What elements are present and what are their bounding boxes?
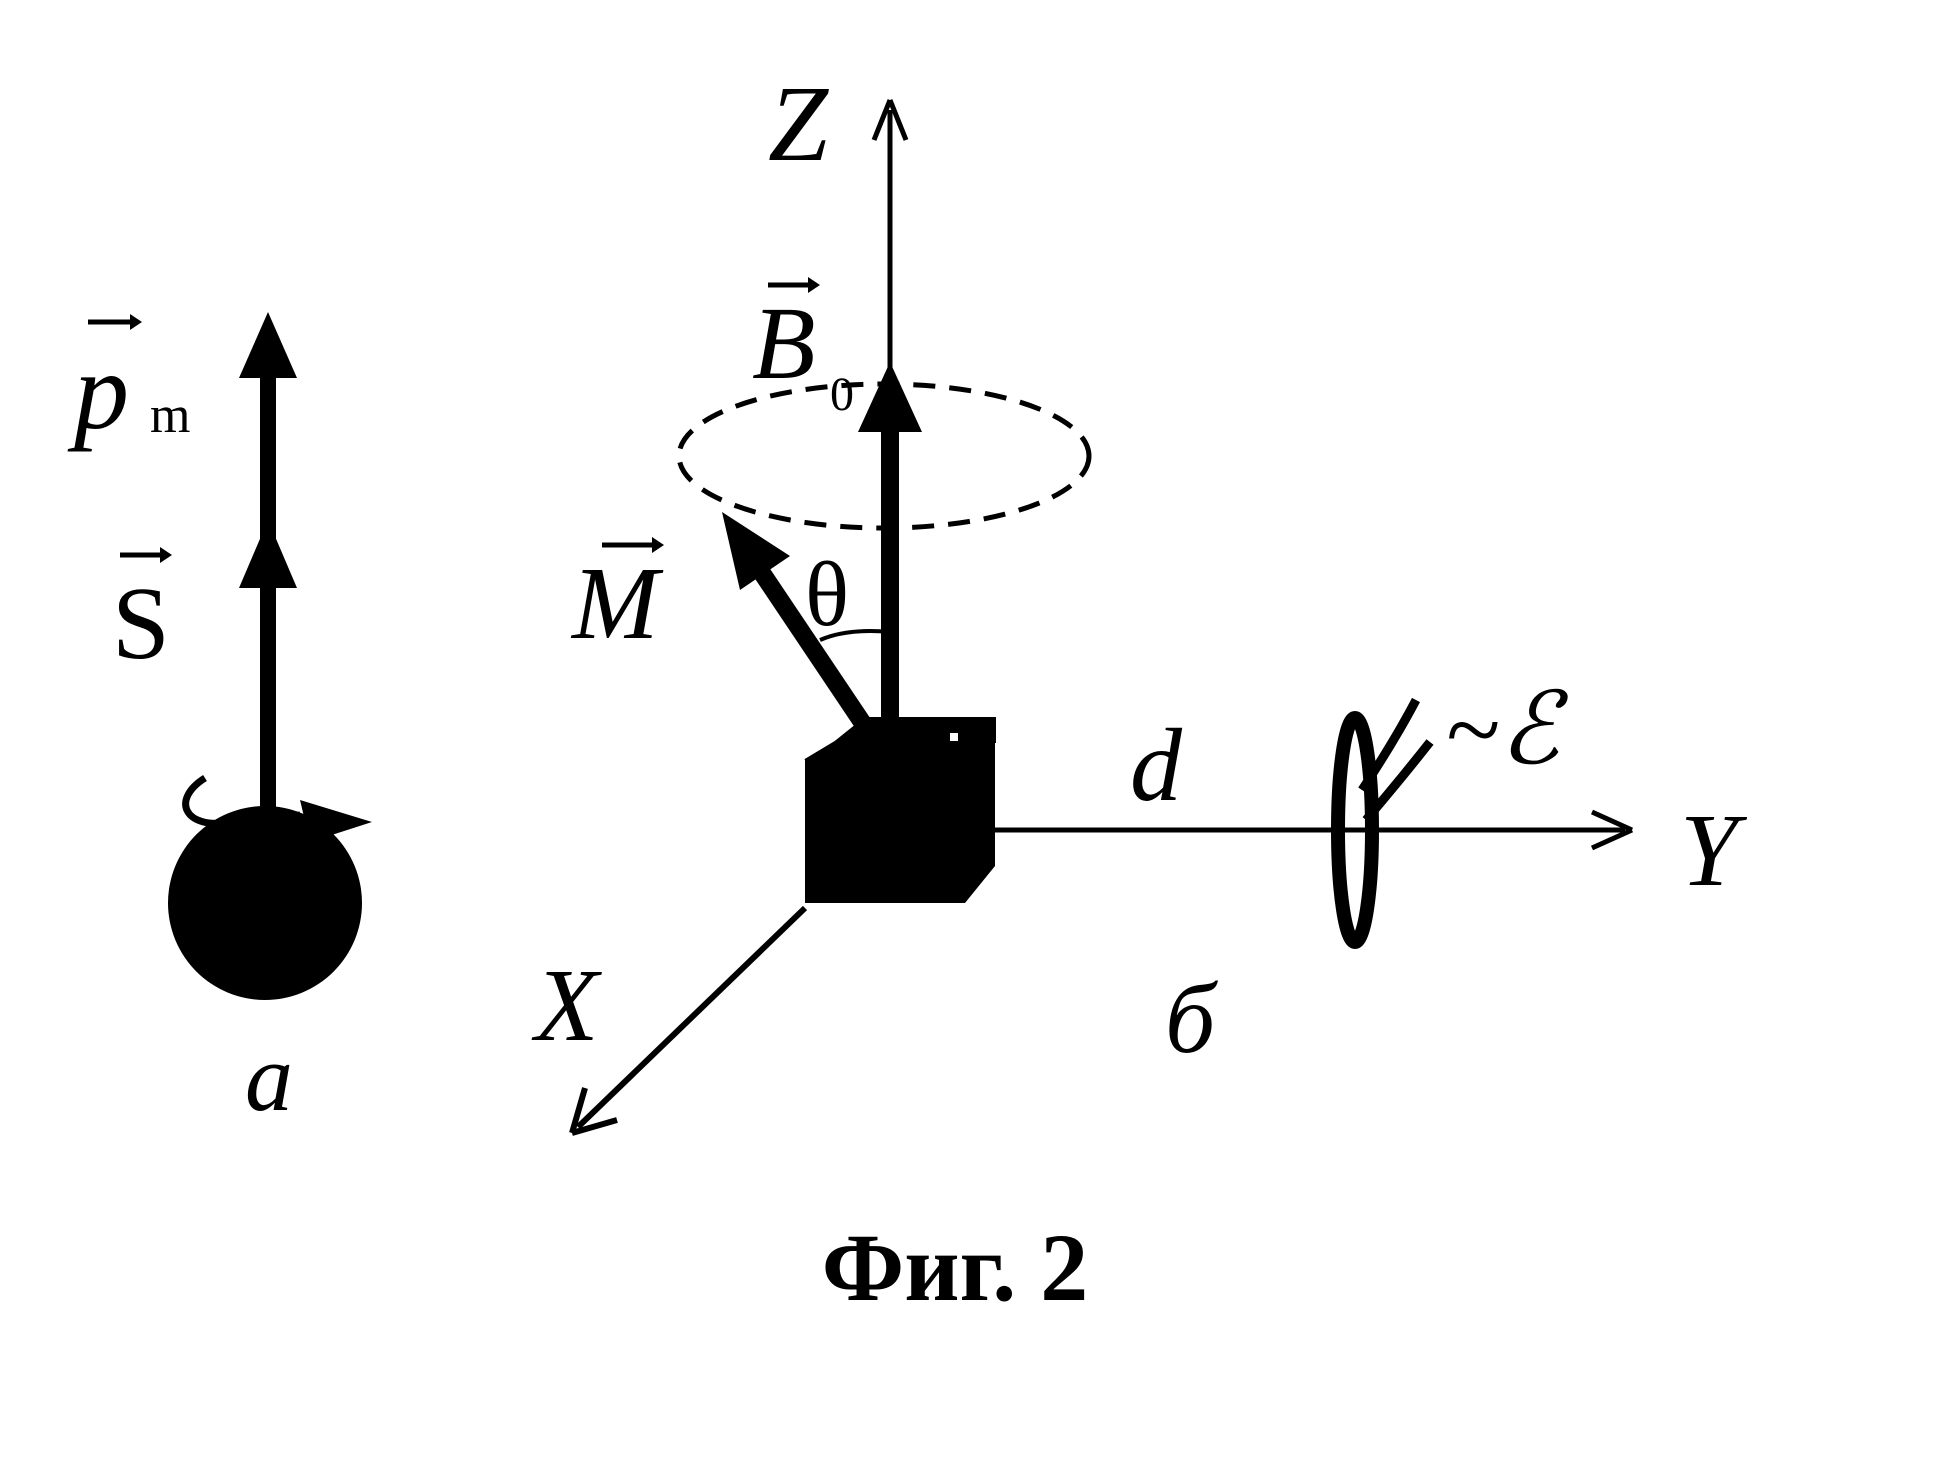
- electron-sphere: [168, 806, 362, 1000]
- b0-arrowhead: [858, 362, 922, 432]
- figure-caption: Фиг. 2: [822, 1214, 1089, 1321]
- m-vector-arrow: [752, 564, 874, 734]
- precession-ellipse: [676, 381, 1092, 531]
- b0-label: B: [752, 286, 816, 401]
- s-arrowhead: [239, 520, 297, 588]
- x-axis-label: X: [531, 948, 602, 1063]
- y-axis-label: Y: [1680, 793, 1748, 908]
- x-axis: [575, 905, 808, 1130]
- emf-label: ~ℰ: [1445, 674, 1569, 785]
- x-axis-arrowhead-icon: [569, 1087, 618, 1136]
- z-axis-arrowhead-icon: [871, 99, 909, 141]
- m-label: M: [570, 546, 664, 661]
- b0-subscript: 0: [830, 368, 854, 421]
- theta-label: θ: [805, 543, 849, 645]
- pm-label: p: [67, 330, 129, 452]
- theta-arc: [819, 629, 891, 642]
- pm-subscript: m: [150, 387, 190, 444]
- pm-arrowhead: [239, 312, 297, 378]
- pickup-coil: [1331, 697, 1434, 949]
- y-axis-arrowhead-icon: [1590, 809, 1634, 851]
- distance-label: d: [1130, 708, 1183, 823]
- m-vector-bar-tip: [652, 537, 664, 553]
- sample-cube: [804, 717, 996, 903]
- b0-vector-bar-tip: [808, 277, 820, 293]
- panel-a: p m S a: [67, 312, 372, 1131]
- pm-vector-bar-tip: [130, 314, 142, 330]
- m-arrowhead: [722, 512, 790, 590]
- z-axis-label: Z: [768, 65, 829, 184]
- panel-b: Z Y X B 0 M θ d ~ℰ б: [531, 65, 1748, 1136]
- panel-a-label: a: [245, 1024, 293, 1131]
- s-vector-bar-tip: [160, 547, 172, 563]
- panel-b-label: б: [1165, 963, 1218, 1074]
- s-label: S: [112, 566, 170, 681]
